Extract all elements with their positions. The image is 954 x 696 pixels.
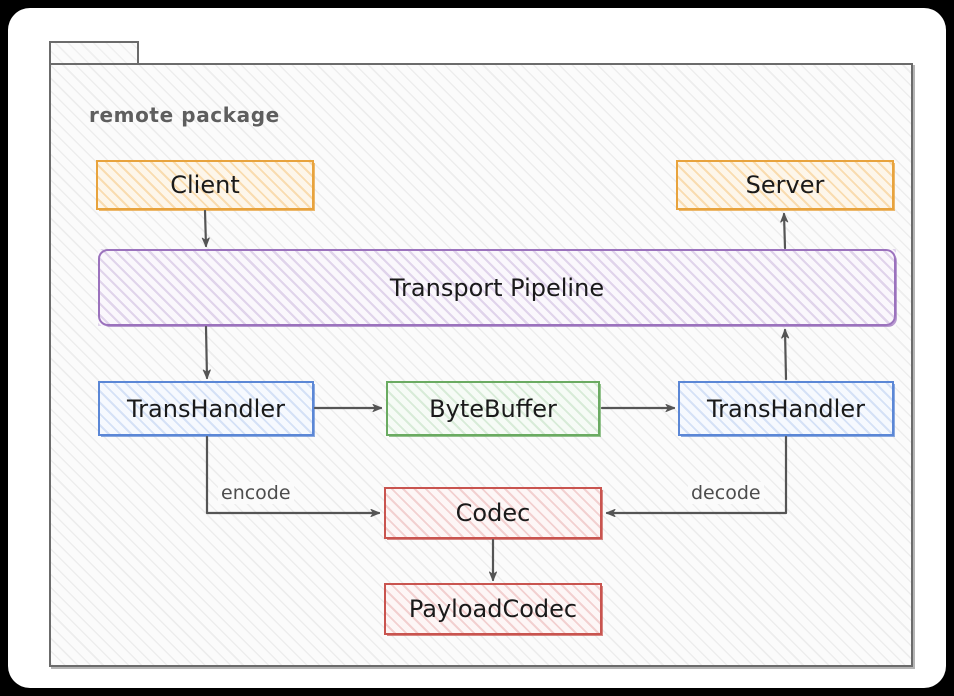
node-transhandler-right-border	[678, 381, 894, 436]
node-server-label: Server	[745, 171, 825, 199]
node-server-border	[676, 160, 894, 210]
node-transport-pipeline-border	[98, 249, 896, 326]
node-bytebuffer[interactable]: ByteBuffer	[386, 381, 600, 436]
node-transhandler-right-fill	[678, 381, 894, 436]
node-server[interactable]: Server	[676, 160, 894, 210]
node-payloadcodec[interactable]: PayloadCodec	[384, 583, 602, 635]
node-payloadcodec-label: PayloadCodec	[408, 595, 578, 623]
node-client-fill	[96, 160, 314, 210]
package-label: remote package	[89, 103, 280, 127]
node-transport-pipeline-label: Transport Pipeline	[389, 273, 605, 302]
node-codec-border	[384, 487, 602, 539]
node-client[interactable]: Client	[96, 160, 314, 210]
node-transhandler-left[interactable]: TransHandler	[98, 381, 314, 436]
node-transhandler-right-label: TransHandler	[707, 394, 865, 423]
node-bytebuffer-fill	[386, 381, 600, 436]
node-server-fill	[676, 160, 894, 210]
node-payloadcodec-fill	[384, 583, 602, 635]
node-bytebuffer-label: ByteBuffer	[429, 394, 557, 423]
edge-label-encode: encode	[218, 482, 294, 504]
node-codec-fill	[384, 487, 602, 539]
node-bytebuffer-border	[386, 381, 600, 436]
diagram-card: remote package Client Server Transport P…	[8, 8, 946, 688]
node-codec[interactable]: Codec	[384, 487, 602, 539]
node-codec-label: Codec	[455, 499, 531, 527]
node-transhandler-left-fill	[98, 381, 314, 436]
node-transhandler-left-border	[98, 381, 314, 436]
package-hatch-texture	[51, 65, 911, 665]
package-container	[49, 63, 913, 667]
node-transport-pipeline[interactable]: Transport Pipeline	[98, 249, 896, 326]
node-transhandler-right[interactable]: TransHandler	[678, 381, 894, 436]
edge-label-decode: decode	[688, 482, 764, 504]
package-folder-tab	[49, 41, 139, 65]
node-transhandler-left-label: TransHandler	[127, 394, 285, 423]
node-payloadcodec-border	[384, 583, 602, 635]
node-transport-pipeline-fill	[98, 249, 896, 326]
node-client-border	[96, 160, 314, 210]
tab-hatch-texture	[51, 43, 137, 65]
node-client-label: Client	[170, 171, 240, 199]
